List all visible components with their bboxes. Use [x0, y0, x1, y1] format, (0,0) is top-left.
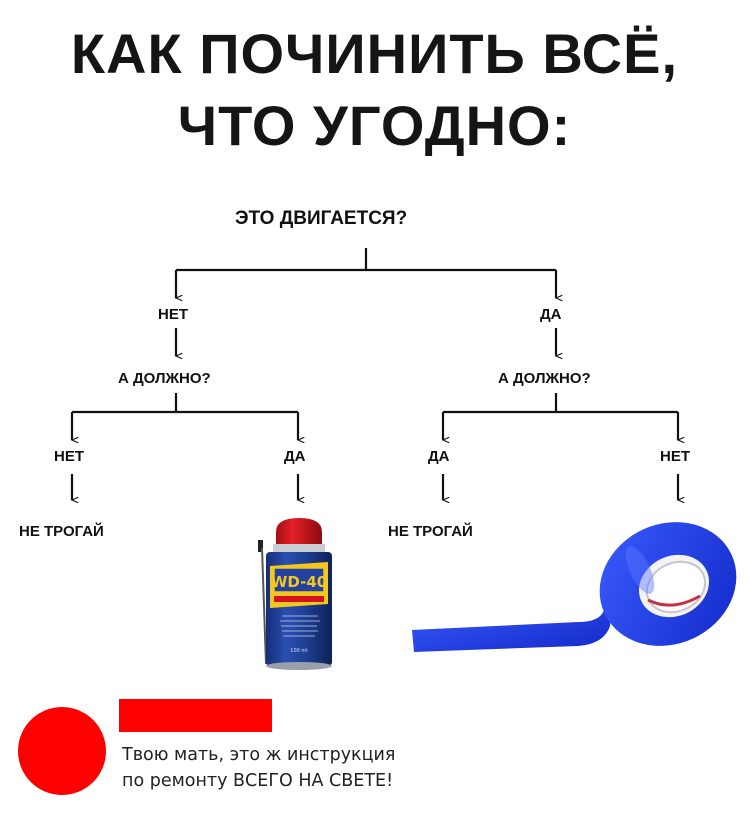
can-fine-print	[280, 615, 320, 637]
question-should-right: А ДОЛЖНО?	[498, 370, 591, 387]
comment-line-1: Твою мать, это ж инструкция	[122, 745, 396, 765]
can-volume-label: 100 ml	[290, 648, 307, 654]
red-redaction-bar	[119, 699, 272, 732]
answer-yes-rl: ДА	[428, 448, 450, 465]
comment-caption: Твою мать, это ж инструкция по ремонту В…	[122, 742, 395, 794]
blue-tape-roll-icon	[412, 522, 737, 652]
answer-yes-lr: ДА	[284, 448, 306, 465]
answer-no-ll: НЕТ	[54, 448, 84, 465]
answer-yes-right: ДА	[540, 306, 562, 323]
red-circle-icon	[18, 707, 106, 795]
outcome-dont-touch-left: НЕ ТРОГАЙ	[19, 523, 104, 540]
question-should-left: А ДОЛЖНО?	[118, 370, 211, 387]
answer-no-left: НЕТ	[158, 306, 188, 323]
answer-no-rr: НЕТ	[660, 448, 690, 465]
tree-lines	[70, 248, 685, 504]
root-question: ЭТО ДВИГАЕТСЯ?	[235, 208, 408, 229]
wd40-brand-label: WD-40	[271, 573, 327, 591]
wd40-can-icon: WD-40 100 ml	[258, 518, 332, 670]
page-title-line-2: ЧТО УГОДНО:	[177, 94, 572, 157]
outcome-dont-touch-right: НЕ ТРОГАЙ	[388, 523, 473, 540]
comment-line-2: по ремонту ВСЕГО НА СВЕТЕ!	[122, 771, 394, 791]
page-title-line-1: КАК ПОЧИНИТЬ ВСЁ,	[70, 22, 679, 85]
